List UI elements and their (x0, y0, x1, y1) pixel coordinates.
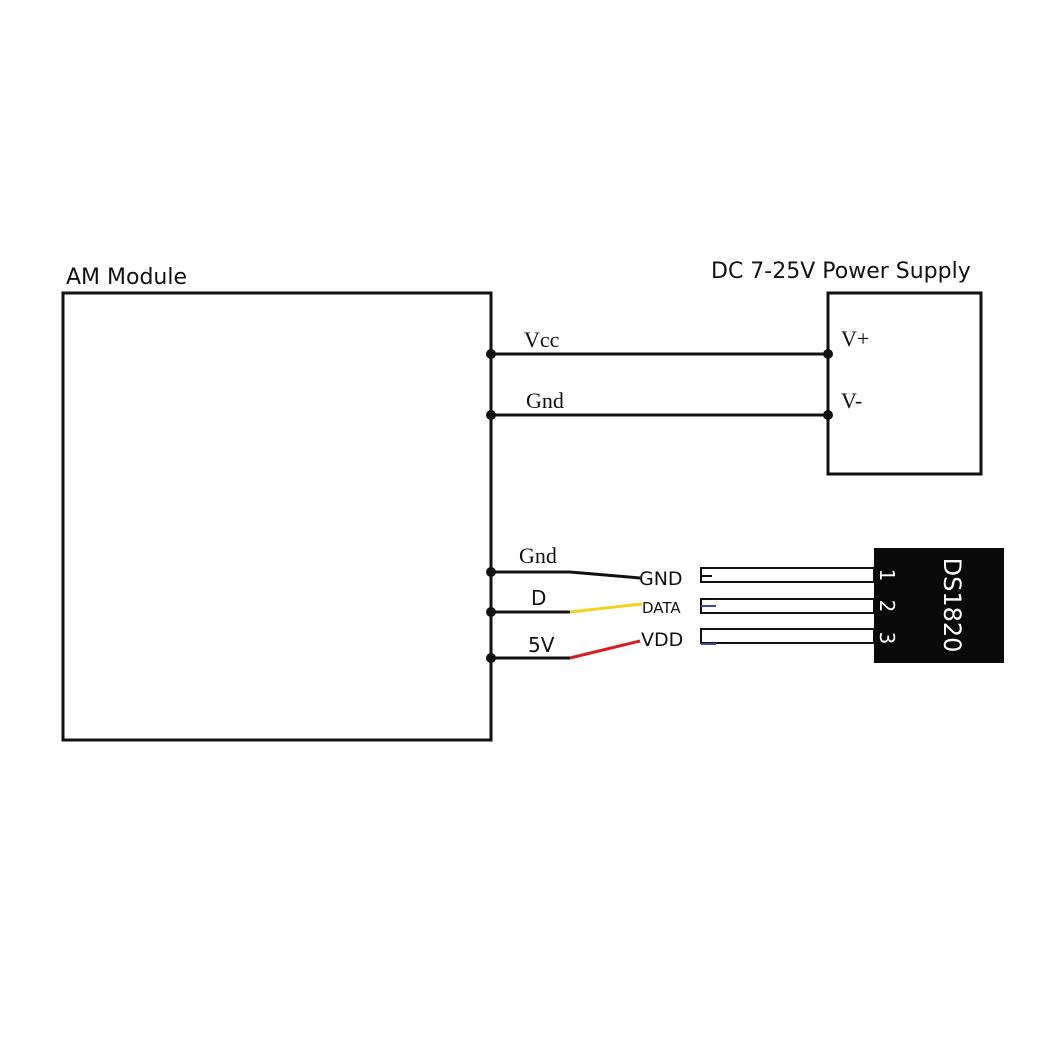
sensor-data-wire-yellow (569, 602, 643, 614)
sensor-body (874, 548, 1004, 663)
sensor-lead-1 (700, 567, 875, 583)
sensor-vdd-label: 5V (528, 633, 555, 657)
sensor-pin-number-3: 3 (875, 632, 899, 645)
sensor-gnd-wire (491, 570, 641, 580)
sensor-lead-2 (700, 598, 875, 614)
am-module-title: AM Module (66, 265, 187, 290)
power-wires: Vcc Gnd (486, 327, 833, 420)
sensor-gnd-label: Gnd (519, 543, 557, 568)
junction-dot (486, 410, 496, 420)
am-module: AM Module (61, 265, 493, 742)
sensor-pin-number-2: 2 (875, 600, 899, 613)
gnd-label: Gnd (526, 388, 564, 413)
power-supply-box (826, 291, 983, 476)
sensor-data-label: D (531, 586, 546, 610)
pin-label-v-minus: V- (841, 388, 862, 413)
ds1820-sensor: GND DATA VDD 1 2 3 DS1820 (639, 548, 1004, 663)
sensor-wires: Gnd D 5V (486, 543, 643, 663)
junction-dot (823, 410, 833, 420)
am-module-box (61, 291, 493, 742)
junction-dot (486, 349, 496, 359)
sensor-lead-3 (700, 628, 875, 644)
sensor-vdd-wire-red (569, 639, 641, 660)
junction-dot (486, 567, 496, 577)
sensor-pin-name-gnd: GND (639, 568, 683, 590)
junction-dot (486, 607, 496, 617)
vcc-label: Vcc (524, 327, 560, 352)
sensor-name: DS1820 (938, 558, 966, 653)
sensor-pin-name-data: DATA (642, 599, 681, 617)
power-supply-title: DC 7-25V Power Supply (711, 259, 971, 284)
sensor-pin-name-vdd: VDD (641, 629, 683, 651)
power-supply: DC 7-25V Power Supply V+ V- (711, 259, 983, 476)
junction-dot (486, 653, 496, 663)
junction-dot (823, 349, 833, 359)
pin-label-v-plus: V+ (841, 326, 869, 351)
sensor-pin-number-1: 1 (875, 569, 899, 582)
